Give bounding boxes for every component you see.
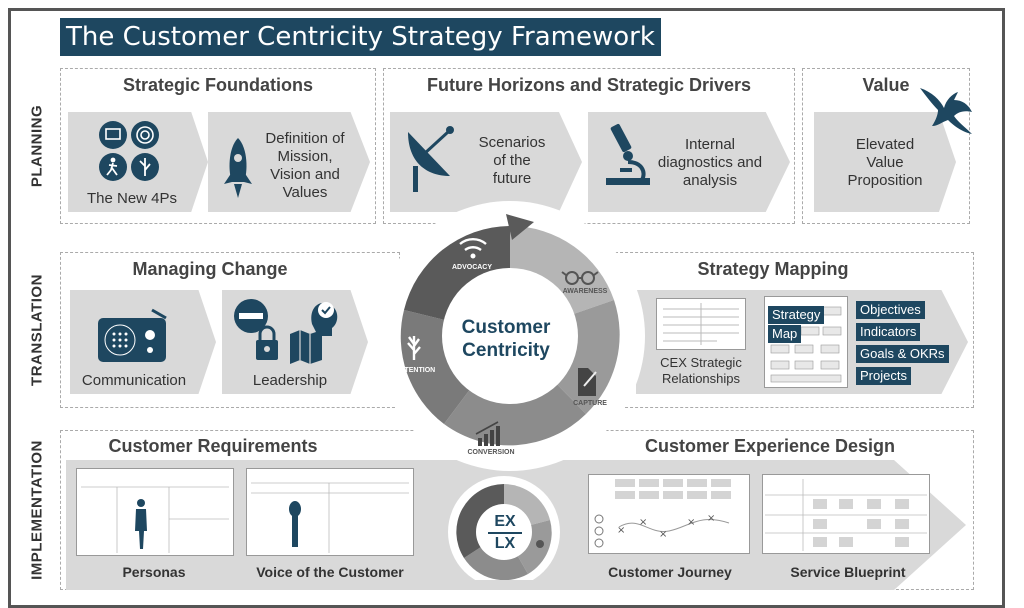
conversion-label: CONVERSION xyxy=(467,449,515,456)
svg-text:×: × xyxy=(659,529,667,540)
customer-centricity-title: Customer Centricity xyxy=(461,317,551,361)
strategy-mapping-heading: Strategy Mapping xyxy=(697,259,849,279)
future-horizons-section xyxy=(383,68,795,224)
cex-relationships-diagram xyxy=(656,298,746,350)
cex-relationships-label: CEX Strategic Relationships xyxy=(660,355,742,386)
voc-document xyxy=(246,468,414,556)
customer-journey-label: Customer Journey xyxy=(608,564,732,580)
row-label-implementation: IMPLEMENTATION xyxy=(28,440,46,580)
page-title: The Customer Centricity Strategy Framewo… xyxy=(60,18,661,56)
microscope-icon xyxy=(606,123,650,185)
satellite-dish-icon xyxy=(408,126,454,192)
svg-text:×: × xyxy=(687,517,695,528)
strategy-map-tag-line1: Strategy xyxy=(768,306,825,324)
strategic-foundations-heading: Strategic Foundations xyxy=(122,75,313,95)
retention-label: RETENTION xyxy=(394,367,436,374)
eagle-icon xyxy=(920,88,972,134)
customer-journey-document: × × × × × xyxy=(588,474,750,554)
service-blueprint-label: Service Blueprint xyxy=(790,564,906,580)
leadership-label: Leadership xyxy=(252,372,328,389)
goals-okrs-tag: Goals & OKRs xyxy=(856,345,949,363)
value-heading: Value xyxy=(862,75,910,95)
new-4ps-label: The New 4Ps xyxy=(86,190,178,207)
ex-lx-title: EX LX xyxy=(488,512,522,554)
diagnostics-label: Internal diagnostics and analysis xyxy=(657,136,763,189)
leadership-icons xyxy=(234,299,338,364)
value-section xyxy=(802,68,970,224)
customer-centricity-cycle xyxy=(375,201,645,471)
advocacy-label: ADVOCACY xyxy=(451,264,493,271)
svg-text:×: × xyxy=(617,525,625,536)
scenarios-label: Scenarios of the future xyxy=(478,134,546,187)
rocket-icon xyxy=(224,138,252,198)
mission-label: Definition of Mission, Vision and Values xyxy=(265,130,345,201)
svg-text:×: × xyxy=(707,513,715,524)
value-chevron xyxy=(814,112,956,212)
service-blueprint-document xyxy=(762,474,930,554)
personas-document xyxy=(76,468,234,556)
strategy-map-tag-line2: Map xyxy=(768,325,802,343)
cx-design-heading: Customer Experience Design xyxy=(644,436,896,456)
radio-icon xyxy=(98,308,167,362)
four-ps-icon xyxy=(99,121,159,181)
value-label: Elevated Value Proposition xyxy=(847,136,923,189)
personas-label: Personas xyxy=(122,564,186,580)
customer-requirements-heading: Customer Requirements xyxy=(108,436,318,456)
objectives-tag: Objectives xyxy=(856,301,925,319)
strategic-foundations-section xyxy=(60,68,376,224)
capture-label: CAPTURE xyxy=(573,400,607,407)
row-label-planning: PLANNING xyxy=(28,104,46,188)
awareness-label: AWARENESS xyxy=(562,288,608,295)
ex-lx-cycle xyxy=(448,476,560,580)
row-label-translation: TRANSLATION xyxy=(28,274,46,386)
projects-tag: Projects xyxy=(856,367,911,385)
indicators-tag: Indicators xyxy=(856,323,921,341)
future-horizons-heading: Future Horizons and Strategic Drivers xyxy=(426,75,752,95)
communication-label: Communication xyxy=(81,372,187,389)
svg-text:×: × xyxy=(639,517,647,528)
voc-label: Voice of the Customer xyxy=(256,564,404,580)
managing-change-heading: Managing Change xyxy=(132,259,288,279)
